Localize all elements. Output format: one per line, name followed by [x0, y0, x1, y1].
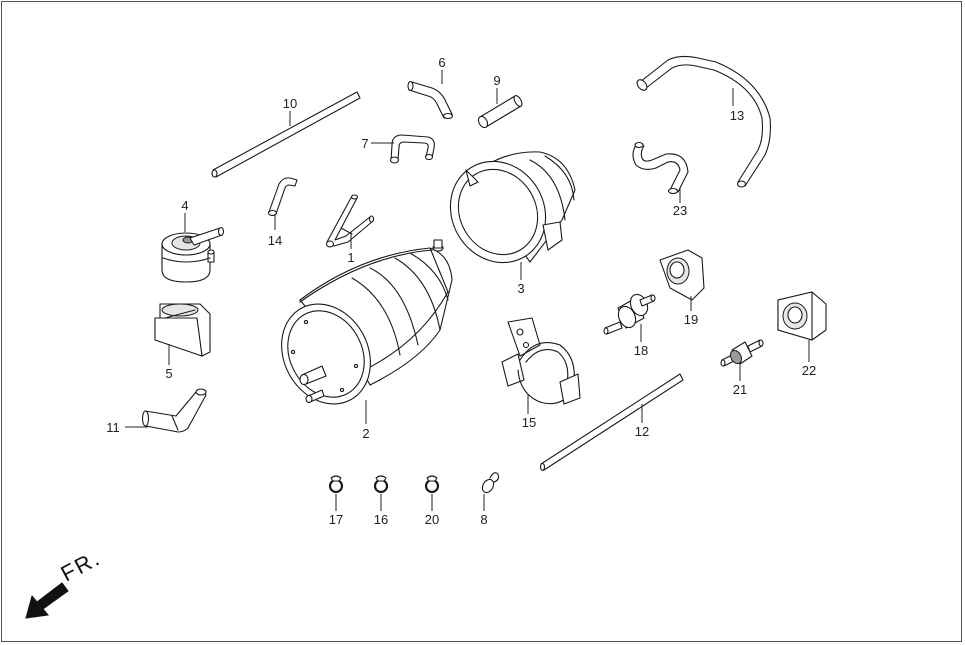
- mount-block-5: [154, 303, 211, 357]
- bent-hose-14: [267, 177, 298, 217]
- rubber-mount-22: [777, 291, 827, 341]
- long-tube-12: [539, 373, 684, 472]
- canister-band-3: [449, 151, 576, 264]
- bent-hose-6: [407, 80, 454, 120]
- callout-2: 2: [362, 426, 369, 441]
- callout-20: 20: [425, 512, 439, 527]
- hose-clamp-16: [373, 475, 389, 494]
- curved-hose-23: [632, 141, 689, 195]
- front-arrow-icon: [25, 582, 69, 619]
- callout-19: 19: [684, 312, 698, 327]
- callout-11: 11: [106, 420, 120, 435]
- callout-12: 12: [635, 424, 649, 439]
- front-direction-indicator: FR.: [25, 545, 105, 619]
- filter-18: [603, 293, 656, 335]
- callout-18: 18: [634, 343, 648, 358]
- callout-14: 14: [268, 233, 282, 248]
- valve-4: [161, 226, 225, 283]
- hose-clamp-20: [424, 475, 440, 494]
- elbow-hose-11: [141, 388, 207, 433]
- callout-21: 21: [733, 382, 747, 397]
- callout-6: 6: [438, 55, 445, 70]
- callout-15: 15: [522, 415, 536, 430]
- y-fitting-1: [325, 194, 375, 248]
- u-hose-7: [389, 134, 435, 164]
- callout-7: 7: [361, 136, 368, 151]
- callout-8: 8: [480, 512, 487, 527]
- callout-22: 22: [802, 363, 816, 378]
- callout-9: 9: [493, 73, 500, 88]
- callout-1: 1: [347, 250, 354, 265]
- front-direction-label: FR.: [57, 545, 105, 587]
- callout-16: 16: [374, 512, 388, 527]
- bracket-clamp-15: [501, 317, 581, 405]
- long-tube-10: [211, 91, 361, 178]
- callout-5: 5: [165, 366, 172, 381]
- rubber-mount-19: [659, 249, 705, 301]
- long-hose-13: [636, 55, 771, 188]
- short-hose-9: [477, 95, 523, 129]
- hose-clamp-17: [328, 475, 344, 494]
- clip-8: [481, 472, 500, 494]
- callout-labels: 10 6 9 7 13 4 14 1 3 23 5 19 18 22 21 11…: [106, 55, 816, 527]
- callout-13: 13: [730, 108, 744, 123]
- callout-3: 3: [517, 281, 524, 296]
- check-valve-21: [720, 339, 764, 367]
- callout-23: 23: [673, 203, 687, 218]
- canister-2: [281, 239, 453, 405]
- callout-10: 10: [283, 96, 297, 111]
- callout-4: 4: [181, 198, 188, 213]
- callout-17: 17: [329, 512, 343, 527]
- leader-lines: [125, 70, 810, 511]
